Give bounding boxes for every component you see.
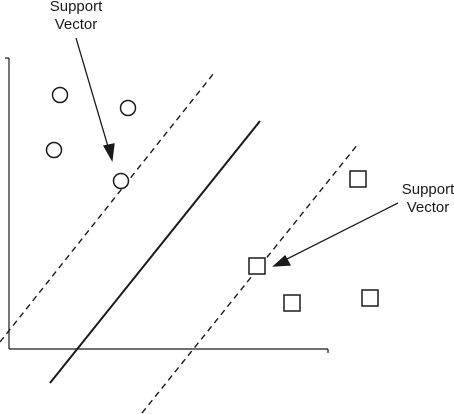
square-point	[361, 289, 379, 307]
arrows	[75, 37, 399, 267]
arrow-right-head	[272, 254, 292, 267]
upper-margin-line	[0, 72, 215, 343]
circle-point	[51, 86, 69, 104]
support-vector-label-top: Support Vector	[36, 0, 116, 34]
square-point	[349, 170, 367, 188]
support-vector-label-right-line2: Vector	[406, 199, 450, 216]
support-vector-label-top-line1: Support	[49, 0, 103, 15]
support-vector-label-top-line2: Vector	[54, 16, 98, 33]
support-vector-circle	[112, 172, 130, 190]
decision-boundary-line	[49, 120, 261, 384]
arrow-top-head	[102, 143, 115, 163]
circle-point	[45, 141, 63, 159]
separators	[0, 72, 359, 414]
square-point	[283, 294, 301, 312]
arrow-right-shaft	[282, 202, 399, 262]
circle-class-points	[45, 86, 137, 190]
support-vector-square	[248, 257, 266, 275]
circle-point	[119, 99, 137, 117]
support-vector-label-right-line1: Support	[401, 181, 454, 198]
square-class-points	[248, 170, 379, 312]
lower-margin-line	[141, 143, 359, 414]
arrow-top-shaft	[75, 37, 110, 151]
support-vector-label-right: Support Vector	[388, 181, 454, 217]
axes	[5, 57, 329, 353]
